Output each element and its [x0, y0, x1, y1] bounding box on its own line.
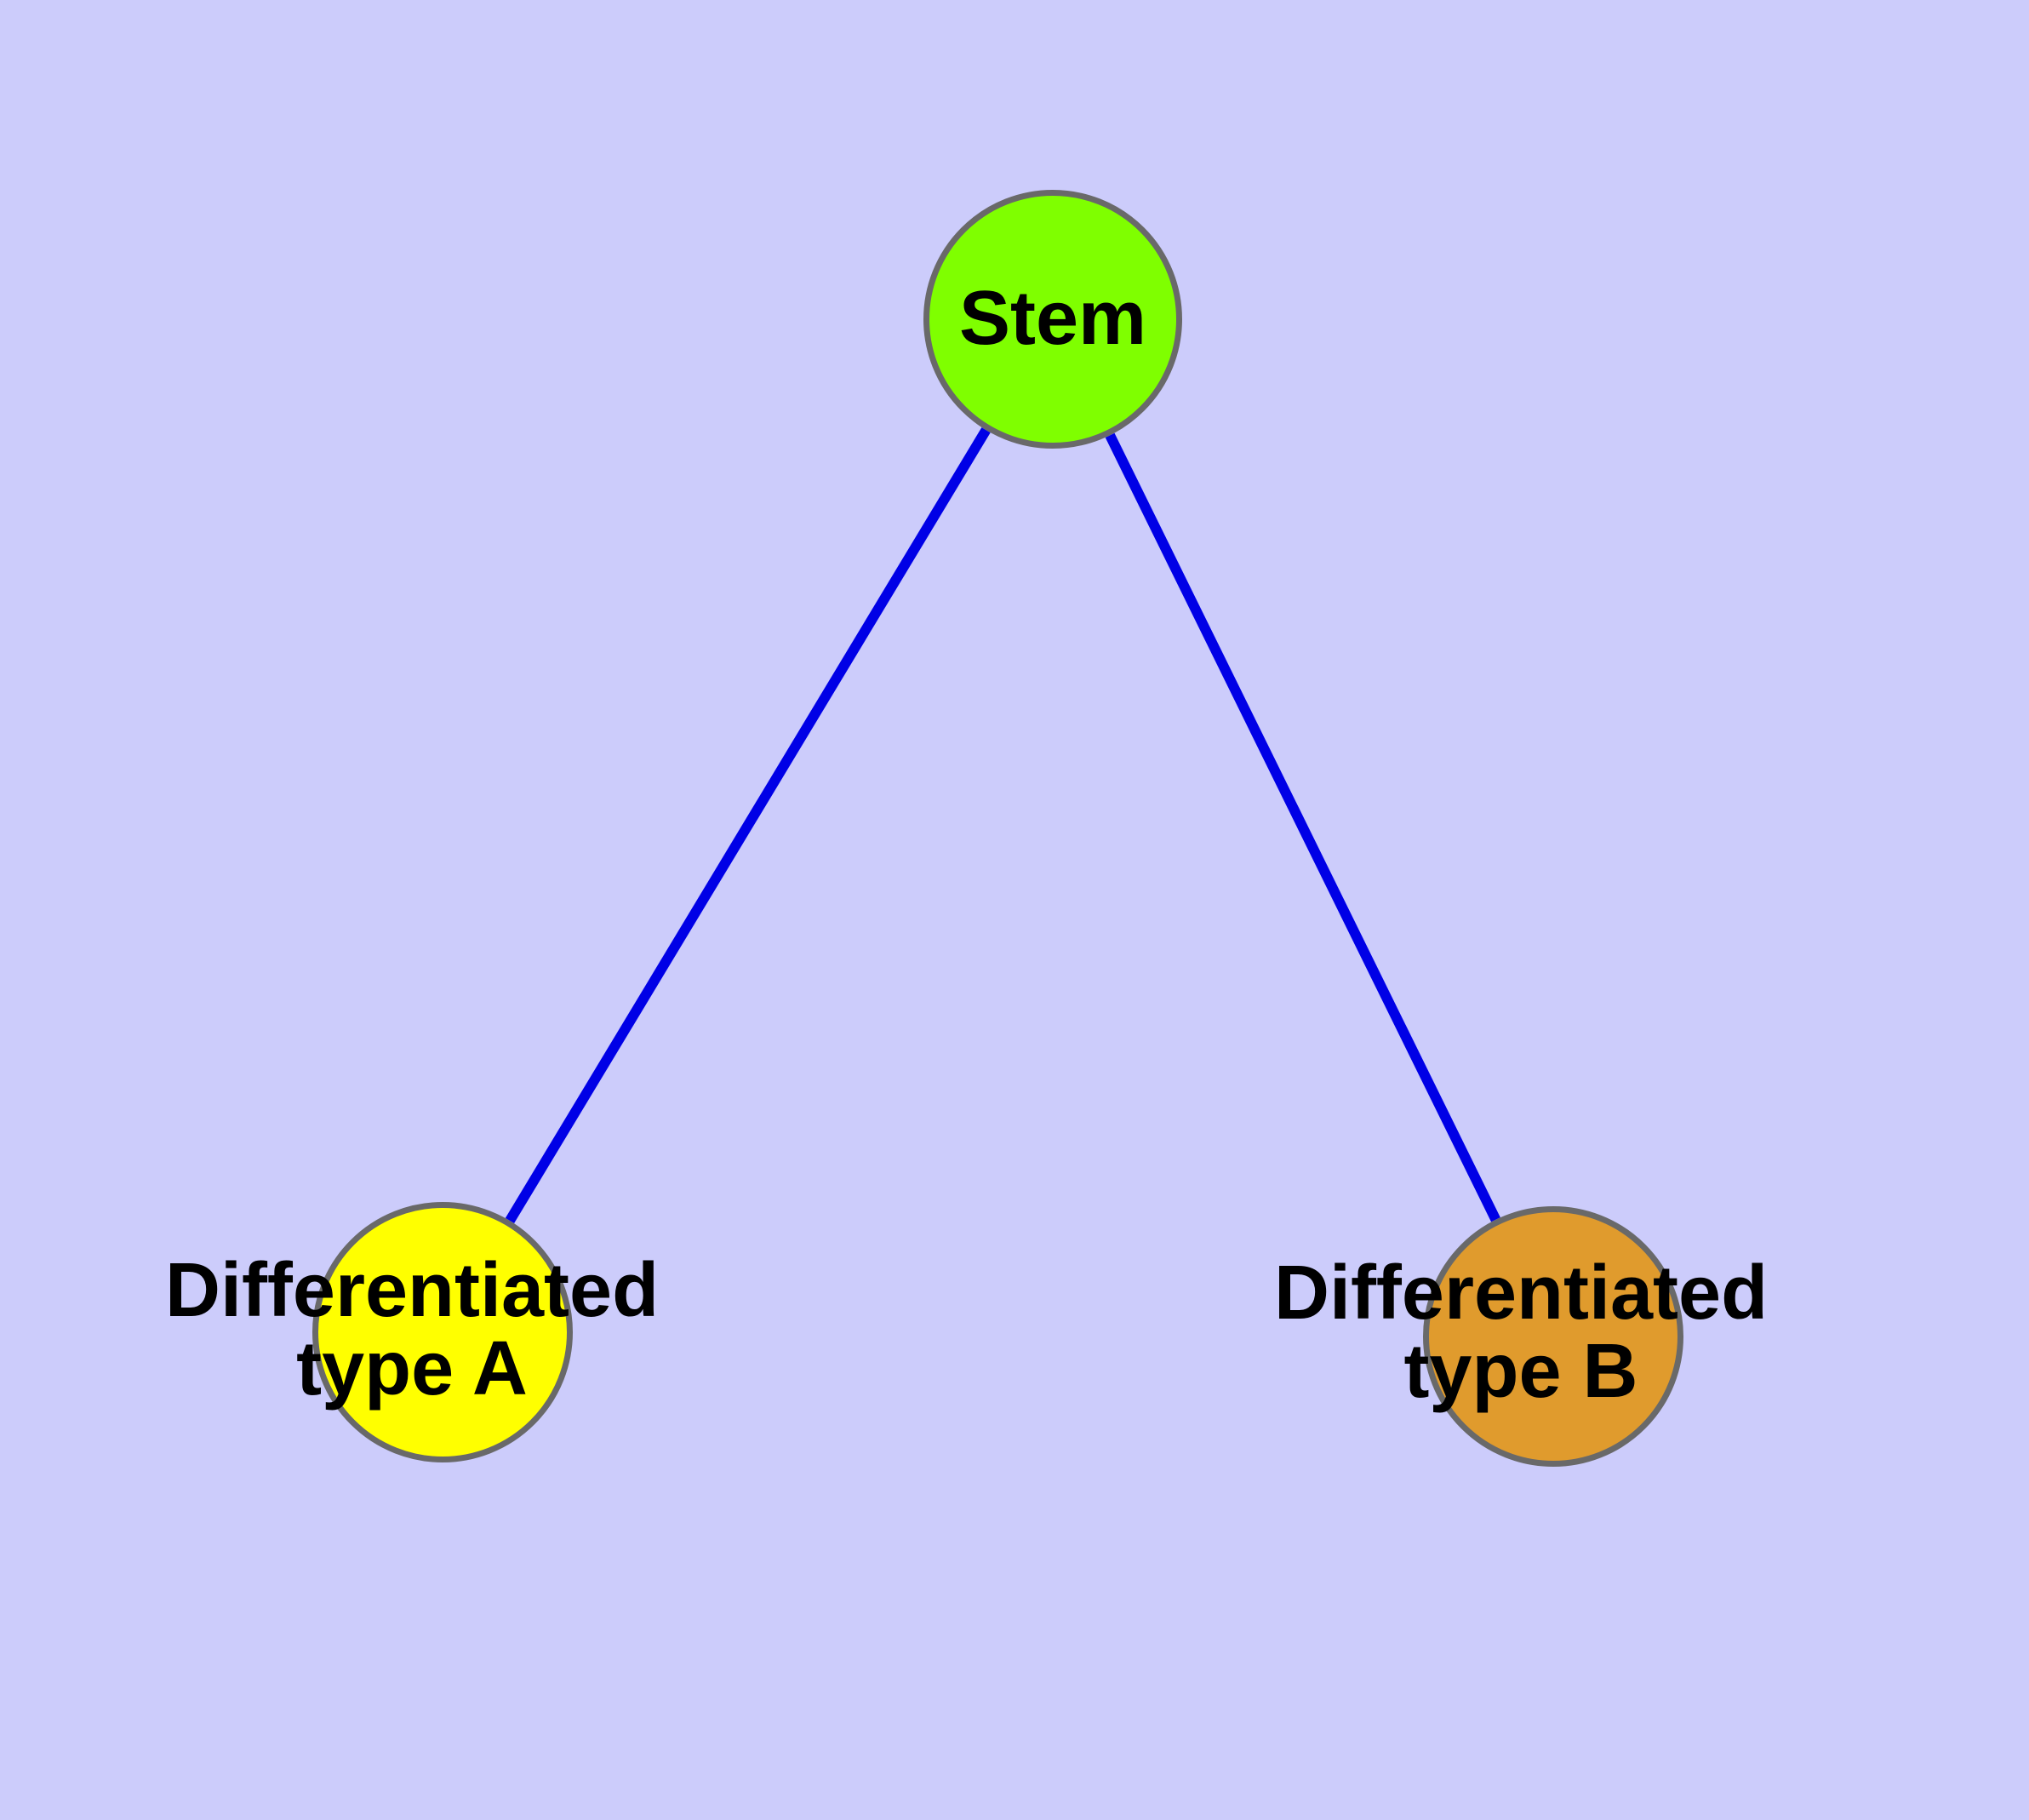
edge-stem-to-diff-b[interactable] [1105, 432, 1500, 1222]
edge-layer [505, 427, 1500, 1224]
node-layer [312, 190, 1683, 1467]
node-differentiated-type-b[interactable] [1423, 1206, 1683, 1467]
edge-stem-to-diff-a[interactable] [505, 427, 991, 1224]
node-differentiated-type-a[interactable] [312, 1202, 573, 1462]
node-stem[interactable] [923, 190, 1182, 449]
